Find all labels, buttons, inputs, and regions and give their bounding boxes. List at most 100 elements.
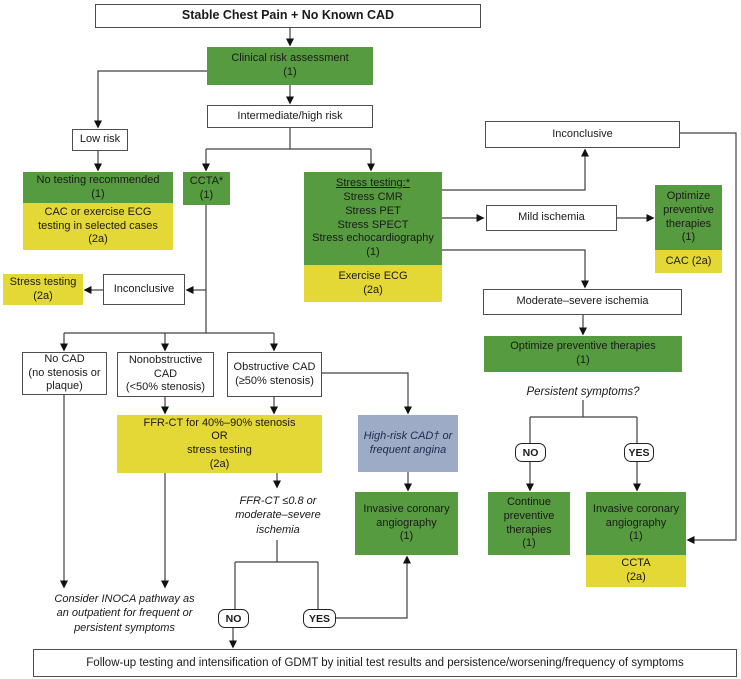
node-stress-testing-green: Stress testing:* Stress CMR Stress PET S… [304,172,442,265]
text-line: Stress echocardiography [312,232,434,245]
pill-no-left: NO [218,609,249,628]
node-optimize-mild-green: Optimize preventive therapies (1) [655,185,722,250]
text-line: testing in selected cases [38,219,158,232]
node-optimize-mild-yellow: CAC (2a) [655,250,722,273]
node-stress-testing-yellow: Exercise ECG (2a) [304,265,442,302]
node-continue-preventive: Continue preventive therapies (1) [488,492,570,555]
text-line: NO [225,612,242,625]
text-line: plaque) [46,380,83,393]
text-line: (1) [681,231,696,244]
text-line: persistent symptoms [74,621,175,634]
text-line: Optimize preventive therapies [510,340,656,353]
note-inoca-pathway: Consider INOCA pathway as an outpatient … [27,592,222,635]
text-line: YES [308,612,330,625]
text-line: Stress CMR [343,191,403,203]
node-moderate-severe-ischemia: Moderate–severe ischemia [483,289,682,315]
text-line: (no stenosis or [28,366,101,379]
text-line: OR [211,430,228,443]
text-line: moderate–severe [235,509,321,522]
text-line: High-risk CAD† or [363,429,453,442]
text-line: angiography [376,516,437,529]
text-line: Moderate–severe ischemia [516,295,649,308]
text-line: Obstructive CAD [233,360,316,373]
node-stress-testing: Stress testing:* Stress CMR Stress PET S… [304,172,442,302]
text-line: Clinical risk assessment [231,52,349,65]
text-line: Nonobstructive [128,353,203,366]
text-line: Consider INOCA pathway as [54,593,195,605]
node-optimize-preventive-mild: Optimize preventive therapies (1) CAC (2… [655,185,722,273]
text-line: ischemia [256,523,300,536]
pill-yes-left: YES [303,609,336,628]
text-line: (1) [576,354,590,366]
node-ccta: CCTA* (1) [183,172,230,205]
pill-no-right: NO [515,443,546,462]
text-line: YES [628,446,650,459]
text-line: Exercise ECG [338,269,408,282]
node-ffr-ct: FFR-CT for 40%–90% stenosis OR stress te… [117,415,322,473]
text-line: CAC (2a) [665,254,712,267]
text-line: No testing recommended [36,173,160,186]
text-line: angiography [605,516,667,529]
text-line: (<50% stenosis) [125,381,206,394]
text-line: (≥50% stenosis) [235,374,314,387]
text-line: Stress testing [9,275,77,288]
text-line: Intermediate/high risk [237,109,343,122]
text-line: preventive [663,203,714,216]
node-inconclusive-left: Inconclusive [103,274,185,305]
text-line: (1) [399,530,414,543]
node-invasive-right-yellow: CCTA (2a) [586,555,686,587]
pill-yes-right: YES [624,443,654,462]
node-followup-footer: Follow-up testing and intensification of… [33,649,737,677]
text-line: (1) [522,537,536,550]
node-invasive-right-green: Invasive coronary angiography (1) [586,492,686,555]
text-line: Low risk [79,133,121,146]
text-line: Continue [506,496,552,508]
note-persistent-symptoms: Persistent symptoms? [503,385,663,400]
node-clinical-risk-assessment: Clinical risk assessment (1) [207,47,373,85]
text-line: (1) [629,530,643,543]
text-line: (2a) [363,283,383,296]
node-high-risk-cad: High-risk CAD† or frequent angina [358,415,458,472]
node-optimize-preventive-modsevere: Optimize preventive therapies (1) [484,336,682,372]
text-line: stress testing [187,444,252,456]
text-line: Stress SPECT [337,218,409,231]
node-nonobstructive-cad: Nonobstructive CAD (<50% stenosis) [117,352,214,397]
text-line: Inconclusive [552,127,613,140]
text-line: (1) [366,246,380,258]
text-line: Mild ischemia [518,211,585,224]
text-line: (1) [283,66,297,78]
node-invasive-angiography-right: Invasive coronary angiography (1) CCTA (… [586,492,686,587]
text-line: (1) [91,187,105,200]
text-line: CCTA* [189,174,224,187]
text-line: (2a) [88,233,108,246]
node-no-testing-green: No testing recommended (1) [23,172,173,203]
text-line: NO [522,446,539,459]
node-no-cad: No CAD (no stenosis or plaque) [22,352,107,395]
text-line: (2a) [626,571,646,583]
text-line: Invasive coronary [363,502,450,515]
node-intermediate-high-risk: Intermediate/high risk [207,105,373,128]
text-line: Stress PET [345,204,401,217]
text-line: preventive [503,509,555,522]
node-inconclusive-right: Inconclusive [485,121,680,148]
text-line: therapies [665,217,712,230]
text-line: CCTA [621,557,651,570]
text-line: CAD [153,367,178,380]
text-line: an outpatient for frequent or [56,607,193,620]
node-title: Stable Chest Pain + No Known CAD [95,4,481,28]
text-line: Stress testing:* [336,177,410,190]
text-line: therapies [506,523,552,536]
text-line: Follow-up testing and intensification of… [86,656,684,669]
text-line: No CAD [44,352,85,365]
text-line: (2a) [209,457,230,470]
node-obstructive-cad: Obstructive CAD (≥50% stenosis) [227,352,322,397]
text-line: Persistent symptoms? [526,386,640,398]
text-line: (1) [199,188,214,201]
node-no-testing-recommended: No testing recommended (1) CAC or exerci… [23,172,173,250]
node-invasive-angiography-left: Invasive coronary angiography (1) [355,492,458,555]
note-ffr-ct-criteria: FFR-CT ≤0.8 or moderate–severe ischemia [218,494,338,537]
text-line: FFR-CT for 40%–90% stenosis [143,416,296,429]
text-line: frequent angina [369,443,447,456]
